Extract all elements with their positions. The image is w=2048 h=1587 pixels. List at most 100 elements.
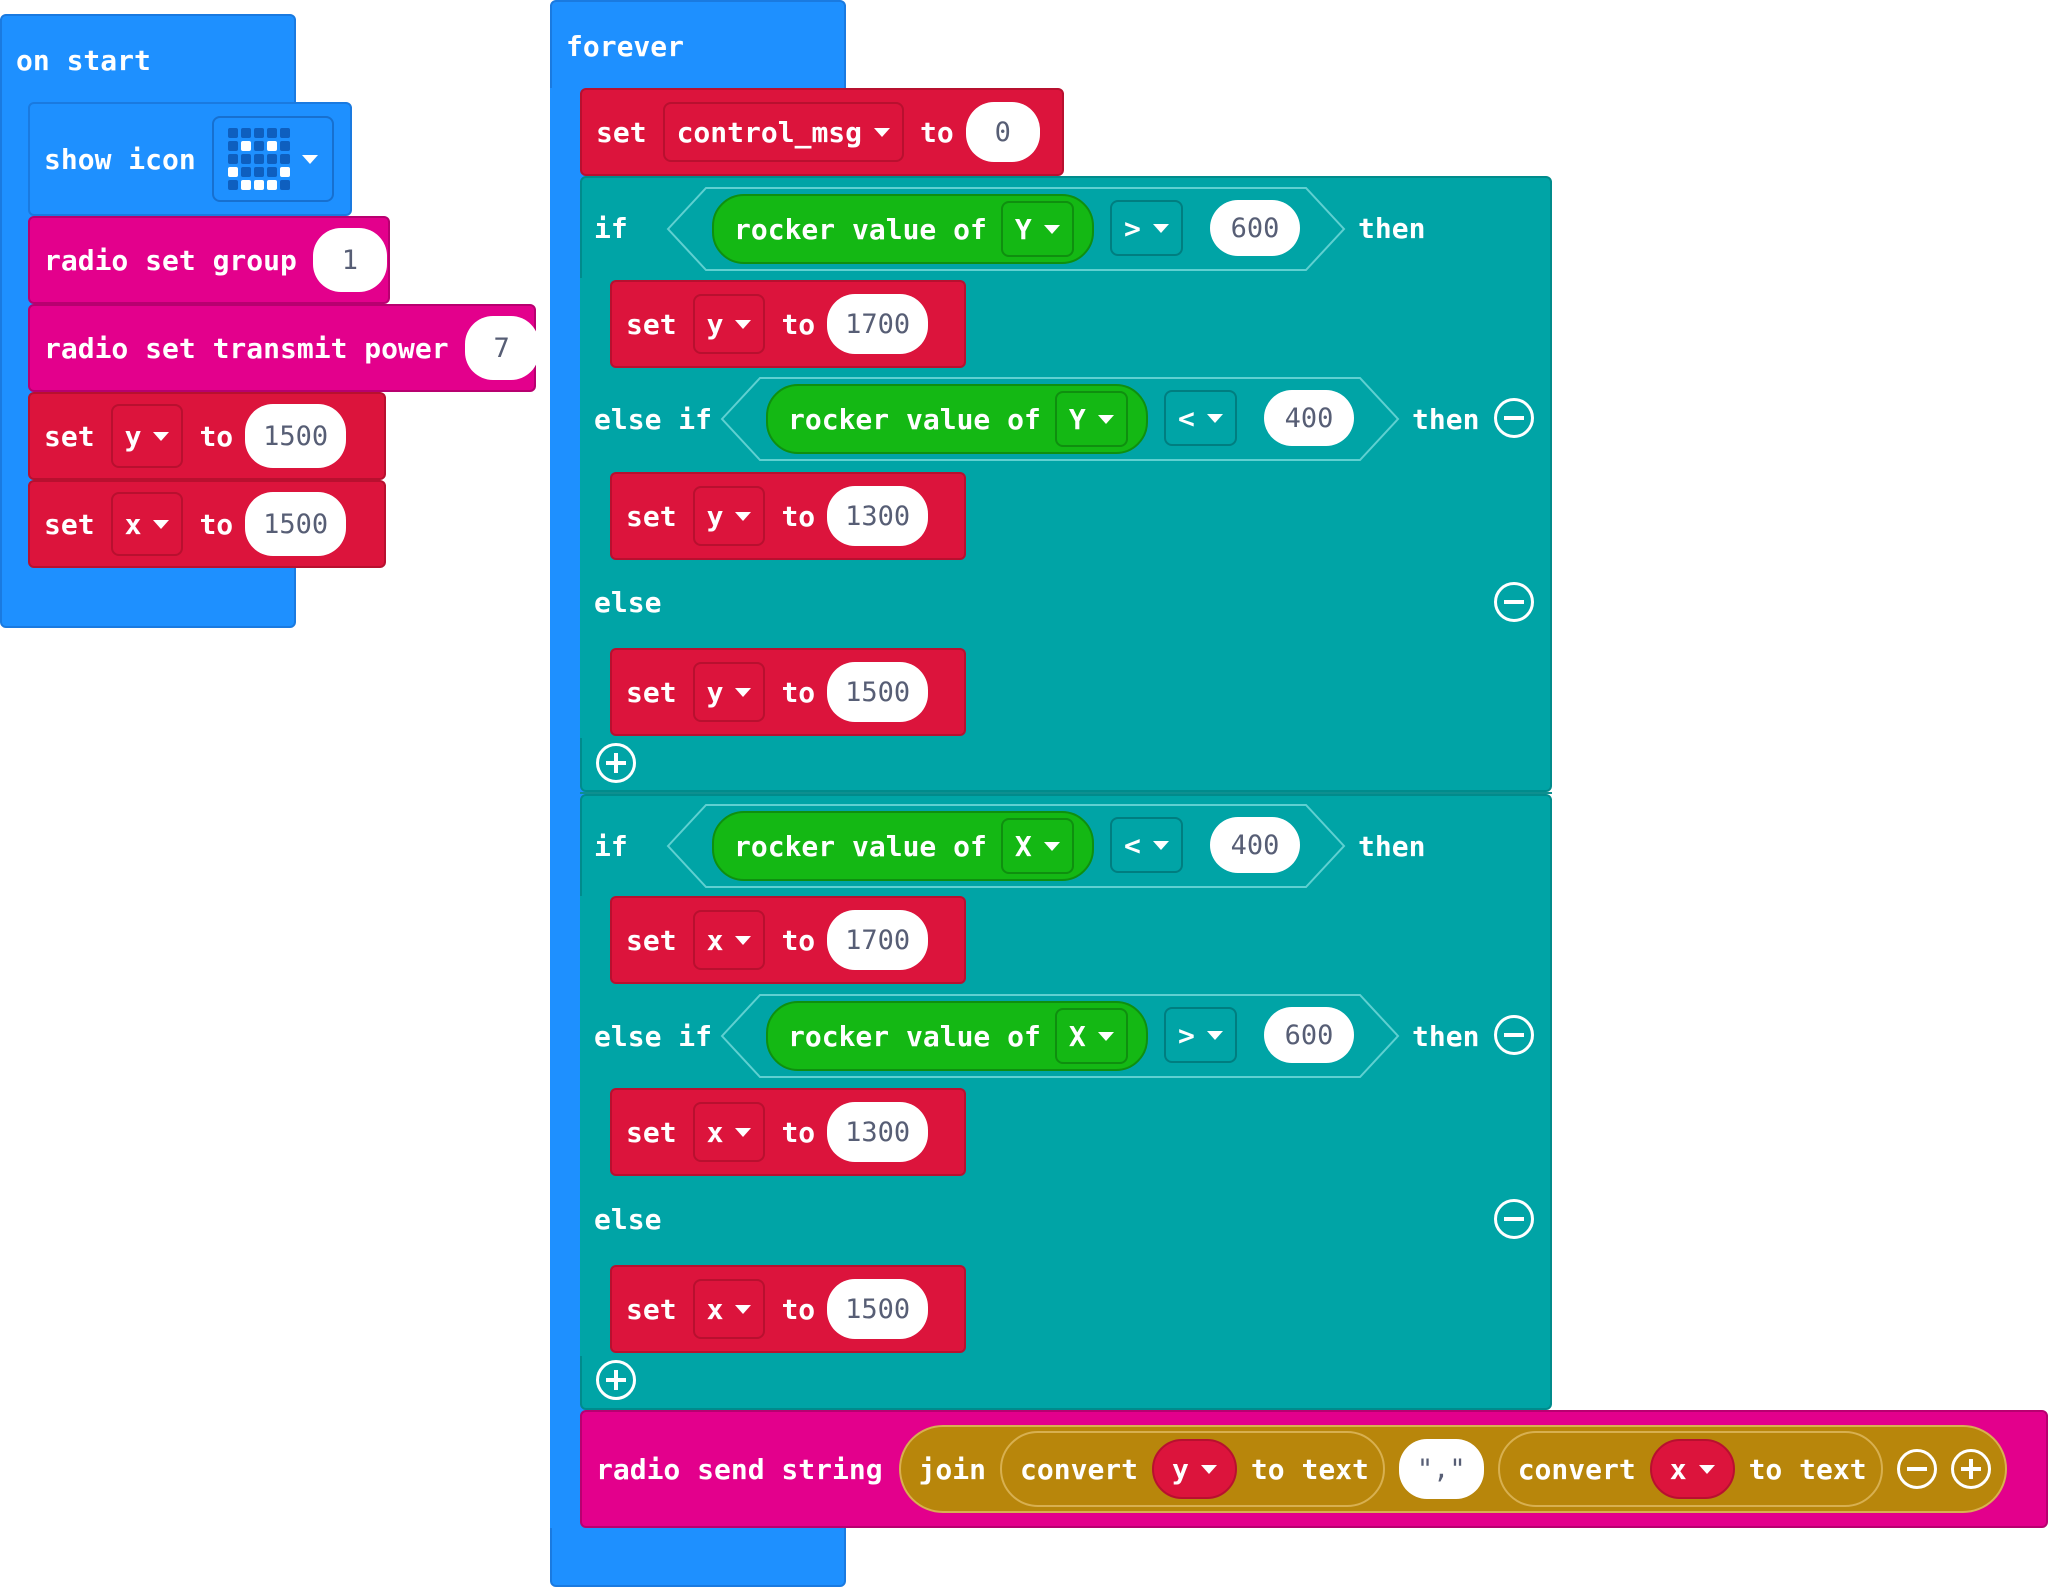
set-x-1700-block[interactable]: set x to 1700 (610, 896, 966, 984)
separator-string-input[interactable]: "," (1398, 1439, 1484, 1499)
value-input[interactable]: 1700 (827, 294, 929, 354)
variable-dropdown-y[interactable]: y (110, 404, 184, 468)
value-input[interactable]: 1700 (827, 910, 929, 970)
value-input[interactable]: 1500 (827, 1279, 929, 1339)
to-keyword: to (199, 419, 234, 453)
remove-else-if-icon[interactable] (1494, 1015, 1534, 1055)
operator-dropdown[interactable]: > (1164, 1007, 1237, 1063)
variable-dropdown-x[interactable]: x (692, 1279, 766, 1339)
compare-value-input[interactable]: 400 (1264, 390, 1354, 446)
variable-y-reporter[interactable]: y (1152, 1439, 1237, 1499)
operator-dropdown[interactable]: < (1164, 390, 1237, 446)
chevron-down-icon (1200, 1464, 1217, 1474)
set-keyword: set (626, 1292, 677, 1326)
variable-dropdown-y[interactable]: y (692, 662, 766, 722)
variable-name: y (124, 419, 142, 453)
operator-dropdown[interactable]: > (1110, 200, 1183, 256)
variable-dropdown-x[interactable]: x (110, 492, 184, 556)
axis-name: Y (1014, 212, 1032, 246)
convert-x-block[interactable]: convert x to text (1497, 1431, 1883, 1507)
remove-else-icon[interactable] (1494, 582, 1534, 622)
then-keyword: then (1358, 830, 1426, 863)
set-x-block[interactable]: set x to 1500 (28, 480, 386, 568)
variable-name: x (124, 507, 142, 541)
then-keyword: then (1412, 403, 1480, 436)
set-x-1300-block[interactable]: set x to 1300 (610, 1088, 966, 1176)
variable-name: y (706, 675, 724, 709)
rocker-value-block[interactable]: rocker value of Y (712, 194, 1094, 264)
convert-y-block[interactable]: convert y to text (1000, 1431, 1385, 1507)
if-block-x-spine (580, 896, 610, 1356)
chevron-down-icon (735, 511, 752, 521)
else-keyword: else (594, 586, 662, 619)
radio-set-group-block[interactable]: radio set group 1 (28, 216, 390, 304)
axis-dropdown[interactable]: X (1054, 1008, 1128, 1064)
set-y-1300-block[interactable]: set y to 1300 (610, 472, 966, 560)
set-control-msg-block[interactable]: set control_msg to 0 (580, 88, 1064, 176)
radio-transmit-power-block[interactable]: radio set transmit power 7 (28, 304, 539, 392)
rocker-value-label: rocker value of (734, 829, 987, 863)
axis-dropdown[interactable]: Y (1054, 391, 1128, 447)
to-keyword: to (781, 675, 816, 709)
rocker-value-block[interactable]: rocker value of X (712, 811, 1094, 881)
if-keyword: if (594, 830, 628, 863)
variable-name: y (706, 499, 724, 533)
transmit-power-input[interactable]: 7 (464, 316, 539, 380)
compare-value-input[interactable]: 400 (1210, 817, 1300, 873)
chevron-down-icon (1206, 1030, 1223, 1040)
variable-x-reporter[interactable]: x (1649, 1439, 1735, 1499)
else-keyword: else (594, 1203, 662, 1236)
operator-dropdown[interactable]: < (1110, 817, 1183, 873)
join-block[interactable]: join convert y to text "," convert x to … (898, 1425, 2007, 1513)
set-y-1500-block[interactable]: set y to 1500 (610, 648, 966, 736)
convert-label: convert (1517, 1452, 1636, 1486)
chevron-down-icon (1097, 414, 1114, 424)
variable-dropdown-x[interactable]: x (692, 1102, 766, 1162)
set-keyword: set (596, 115, 647, 149)
chevron-down-icon (735, 1127, 752, 1137)
chevron-down-icon (1698, 1464, 1715, 1474)
radio-transmit-power-label: radio set transmit power (44, 331, 449, 365)
axis-name: X (1014, 829, 1032, 863)
then-keyword: then (1412, 1020, 1480, 1053)
axis-name: X (1068, 1019, 1086, 1053)
variable-name: x (706, 1115, 724, 1149)
remove-else-if-icon[interactable] (1494, 398, 1534, 438)
set-y-block[interactable]: set y to 1500 (28, 392, 386, 480)
rocker-value-block[interactable]: rocker value of X (766, 1001, 1148, 1071)
compare-value-input[interactable]: 600 (1264, 1007, 1354, 1063)
icon-picker[interactable] (211, 116, 334, 202)
set-y-1700-block[interactable]: set y to 1700 (610, 280, 966, 368)
set-x-1500-block[interactable]: set x to 1500 (610, 1265, 966, 1353)
value-input[interactable]: 1300 (827, 1102, 929, 1162)
remove-else-icon[interactable] (1494, 1199, 1534, 1239)
add-branch-icon[interactable] (596, 743, 636, 783)
variable-dropdown-y[interactable]: y (692, 486, 766, 546)
radio-group-input[interactable]: 1 (312, 228, 387, 292)
operator-symbol: > (1178, 1018, 1195, 1052)
variable-dropdown-x[interactable]: x (692, 910, 766, 970)
compare-value-input[interactable]: 600 (1210, 200, 1300, 256)
value-input[interactable]: 0 (965, 102, 1040, 162)
remove-join-item-icon[interactable] (1896, 1449, 1937, 1489)
add-join-item-icon[interactable] (1950, 1449, 1991, 1489)
chevron-down-icon (735, 935, 752, 945)
rocker-value-block[interactable]: rocker value of Y (766, 384, 1148, 454)
axis-dropdown[interactable]: X (1000, 818, 1074, 874)
variable-dropdown-control-msg[interactable]: control_msg (662, 102, 905, 162)
value-input[interactable]: 1500 (827, 662, 929, 722)
variable-dropdown-y[interactable]: y (692, 294, 766, 354)
add-branch-icon[interactable] (596, 1360, 636, 1400)
radio-send-string-block[interactable]: radio send string join convert y to text… (580, 1410, 2048, 1528)
value-input[interactable]: 1500 (245, 492, 347, 556)
chevron-down-icon (301, 154, 318, 164)
set-keyword: set (626, 923, 677, 957)
axis-dropdown[interactable]: Y (1000, 201, 1074, 257)
value-input[interactable]: 1300 (827, 486, 929, 546)
value-input[interactable]: 1500 (245, 404, 347, 468)
to-keyword: to (781, 499, 816, 533)
show-icon-block[interactable]: show icon (28, 102, 352, 216)
to-keyword: to (781, 1292, 816, 1326)
variable-name: x (706, 1292, 724, 1326)
forever-inner-spine (550, 88, 580, 1528)
